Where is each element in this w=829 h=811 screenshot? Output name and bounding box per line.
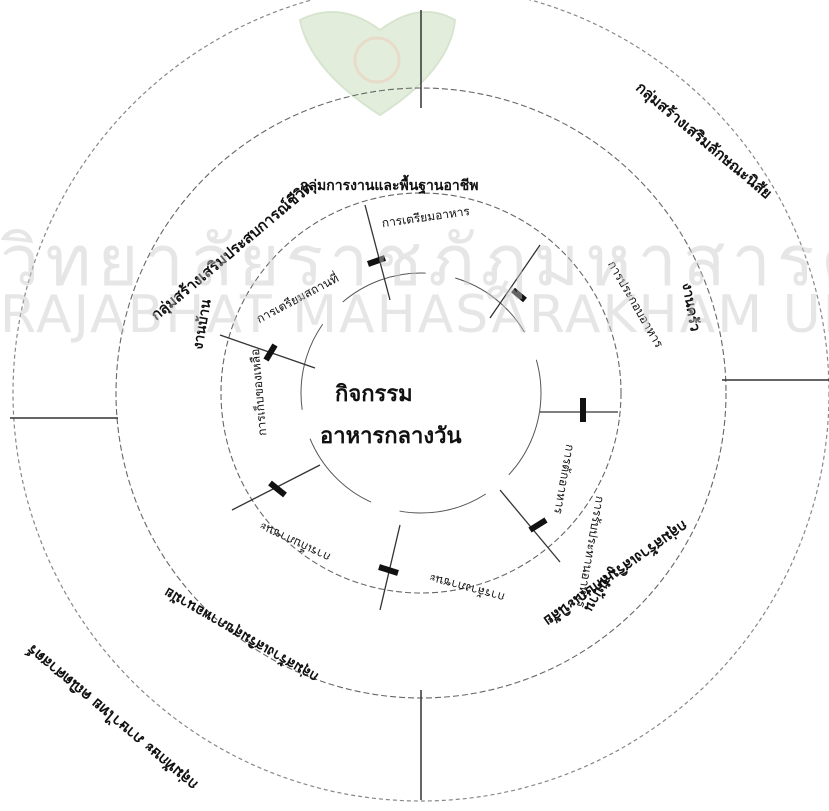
outer-label-character-top: กลุ่มสร้างเสริมลักษณะนิสัย (632, 78, 776, 203)
middle-label-kitchen: งานครัว (678, 282, 702, 333)
outer-ring (12, 0, 829, 802)
inner-label-wash-dishes: การล้างภาชนะ (427, 571, 506, 605)
spoke-markers (263, 255, 586, 576)
inner-label-serve-food: การตักอาหาร (551, 443, 577, 515)
university-seal-watermark (298, 11, 457, 117)
middle-label-career-group: กลุ่มการงานและพื้นฐานอาชีพ (300, 174, 479, 195)
center-title-lunch: อาหารกลางวัน (320, 423, 462, 449)
inner-label-prep-food: การเตรียมอาหาร (381, 204, 471, 230)
outer-label-skills: กลุ่มทักษะ ภาษาไทย คณิตศาสตร์ (22, 639, 202, 794)
inner-spokes (219, 204, 618, 611)
inner-label-store-leftovers: การเก็บของเหลือ (247, 348, 270, 436)
center-title-activity: กิจกรรม (335, 381, 413, 407)
inner-ring (300, 272, 542, 514)
inner-label-store-dishes: การเก็บภาชนะ (257, 519, 333, 565)
outer-label-character-bottom: กลุ่มสร้างเสริมลักษณะนิสัย (540, 516, 692, 630)
inner-label-cook-food: การประกอบอาหาร (605, 258, 666, 350)
middle-inner-ring (220, 192, 622, 594)
middle-label-home-left: งานบ้าน (190, 298, 215, 351)
inner-label-prep-place: การเตรียมสถานที่ (253, 269, 341, 326)
middle-label-health-group: กลุ่มสร้างเสริมสุขภาพอนามัย (162, 584, 321, 685)
